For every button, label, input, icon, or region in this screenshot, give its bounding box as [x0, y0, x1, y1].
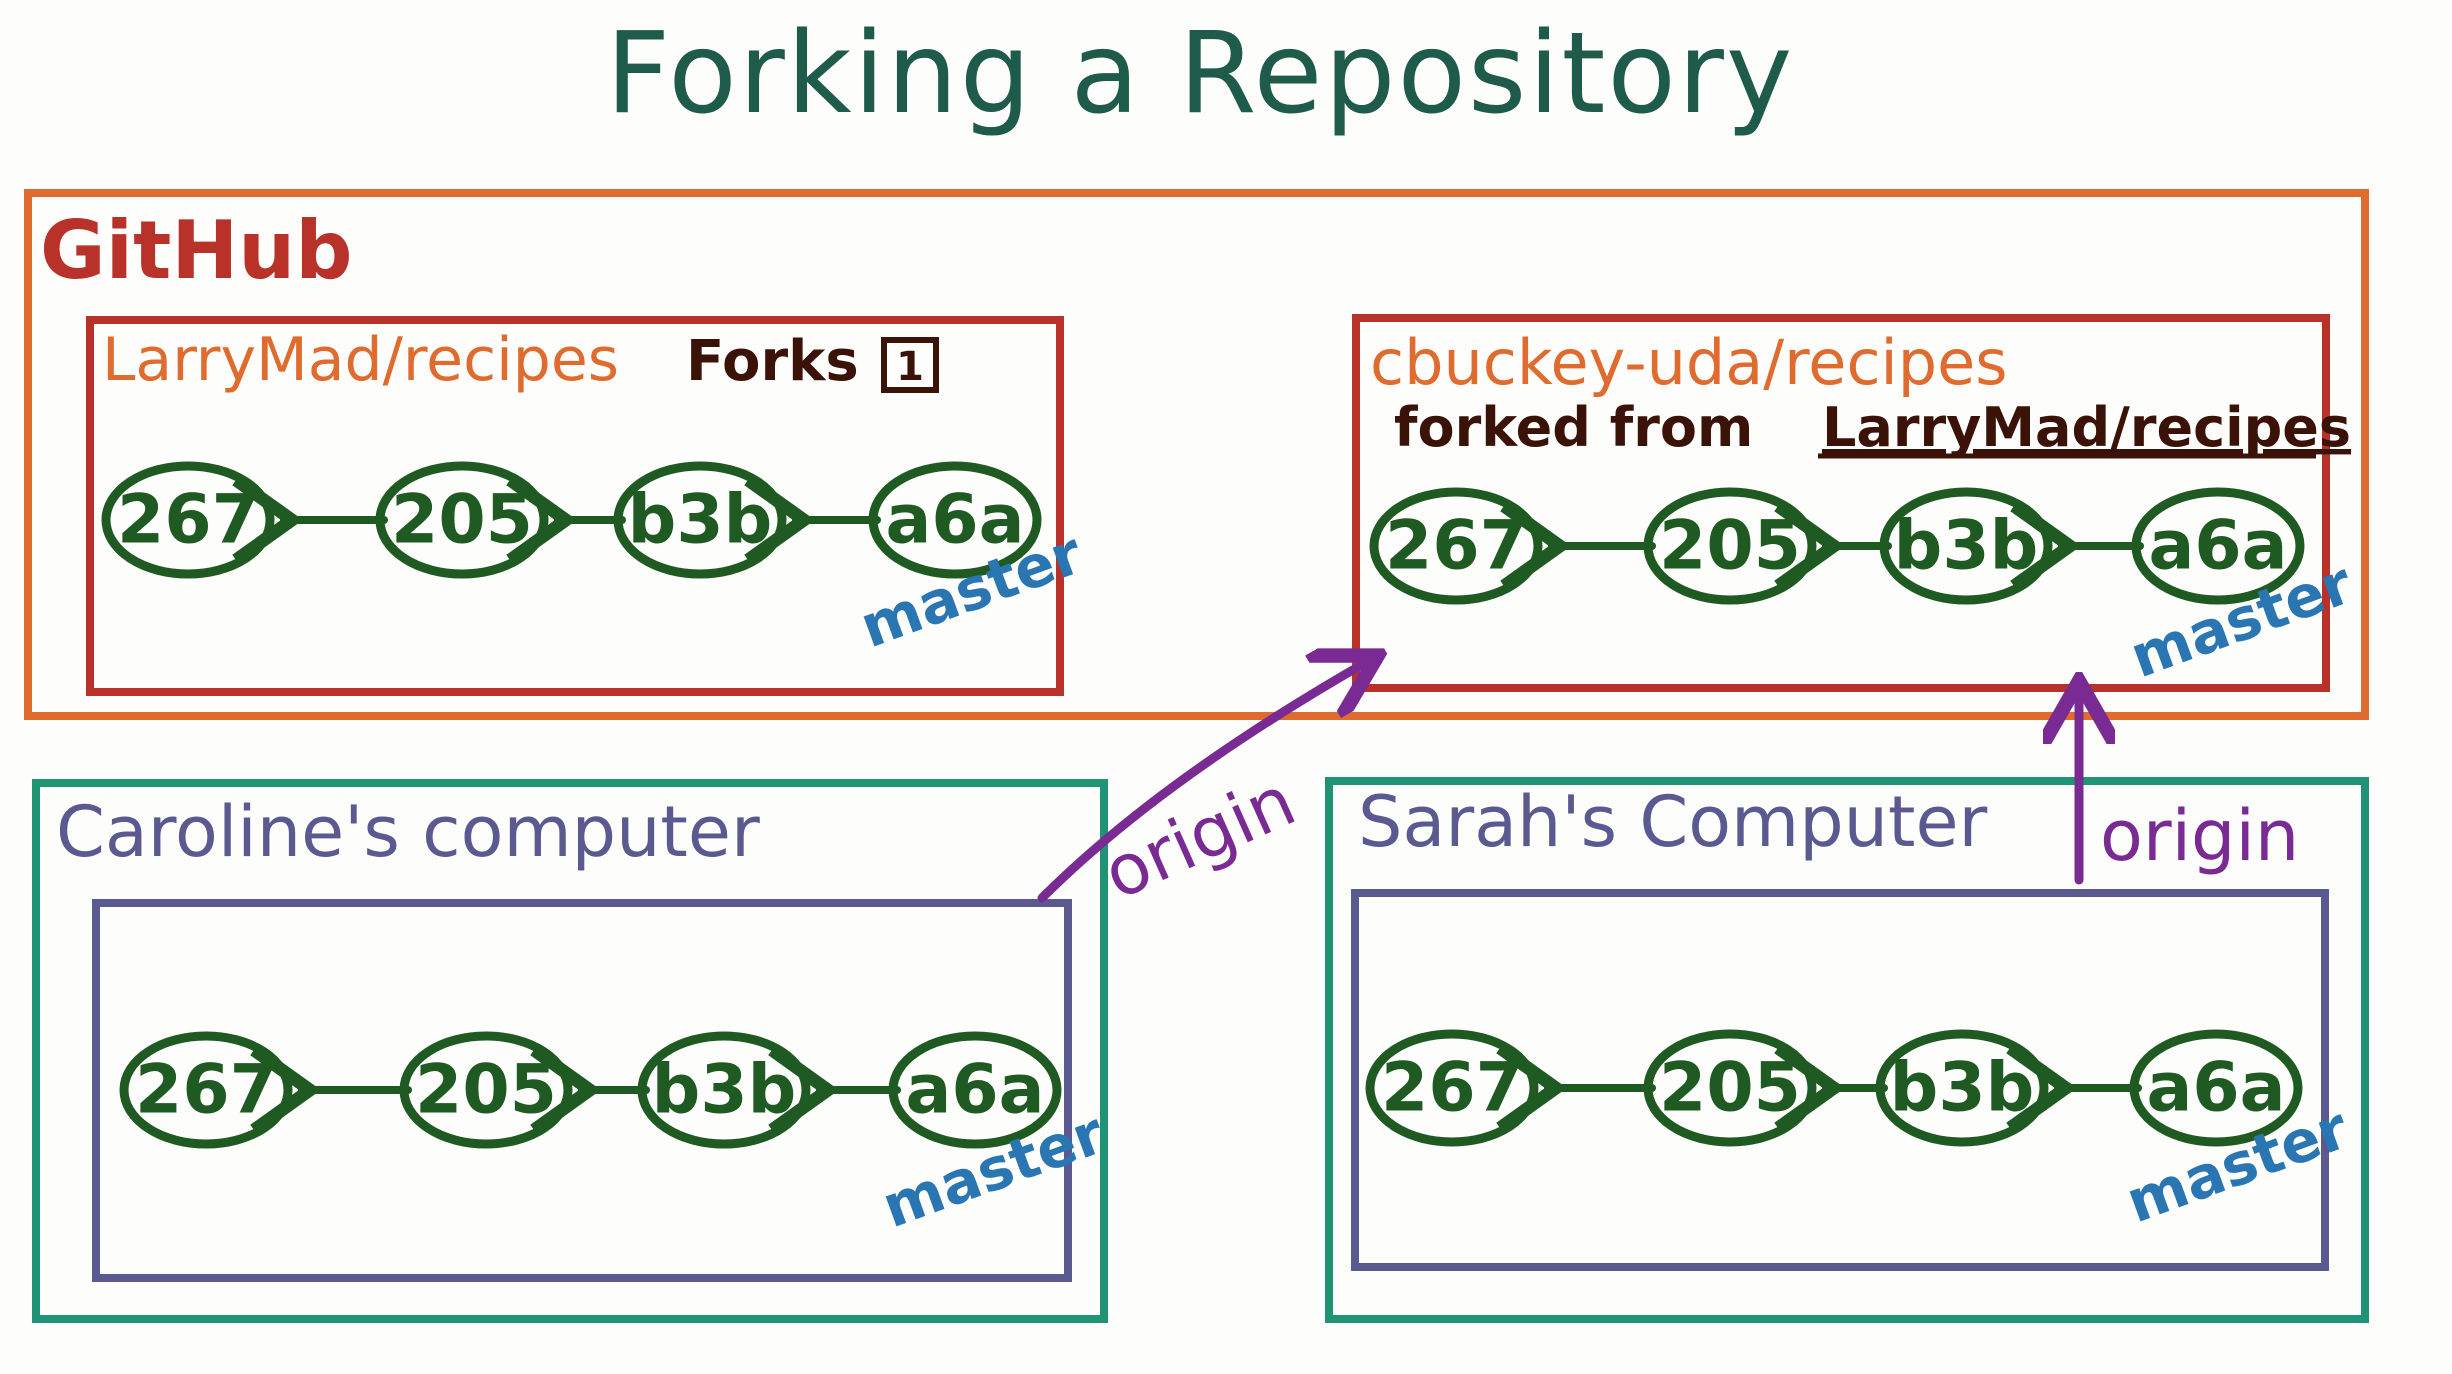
caroline-repo-box — [92, 899, 1072, 1282]
commit-node-a6a[interactable]: a6a — [868, 461, 1042, 579]
fork-repo: cbuckey-uda/recipes forked from LarryMad… — [1352, 314, 2361, 692]
commit-id: b3b — [1894, 507, 2039, 586]
commit-node-b3b[interactable]: b3b — [1875, 1029, 2049, 1147]
commit-node-outline — [399, 1031, 573, 1149]
caroline-label: Caroline's computer — [56, 791, 760, 873]
commit-node-267[interactable]: 267 — [1365, 1029, 1539, 1147]
sarah-origin-label: origin — [2100, 795, 2299, 877]
commit-node-outline — [119, 1031, 293, 1149]
sarah-commit-chain: 267 205 b3b a6a — [1365, 1029, 2303, 1147]
commit-id: a6a — [2146, 1049, 2285, 1128]
commit-id: 267 — [135, 1051, 277, 1130]
commit-node-outline — [1369, 487, 1543, 605]
caroline-outer-box — [32, 779, 1108, 1323]
commit-node-outline — [1365, 1029, 1539, 1147]
commit-id: 205 — [415, 1051, 557, 1130]
commit-id: b3b — [652, 1051, 797, 1130]
commit-node-267[interactable]: 267 — [119, 1031, 293, 1149]
commit-node-outline — [1643, 487, 1817, 605]
diagram-title: Forking a Repository — [606, 9, 1794, 139]
commit-node-outline — [868, 461, 1042, 579]
sarah-label: Sarah's Computer — [1358, 781, 1988, 863]
commit-node-outline — [101, 461, 275, 579]
commit-id: b3b — [628, 481, 773, 560]
commit-node-205[interactable]: 205 — [399, 1031, 573, 1149]
commit-node-205[interactable]: 205 — [375, 461, 549, 579]
github-label: GitHub — [40, 204, 353, 297]
commit-id: 267 — [117, 481, 259, 560]
original-repo-box — [86, 316, 1064, 696]
sarah-outer-box — [1325, 777, 2369, 1323]
commit-node-267[interactable]: 267 — [1369, 487, 1543, 605]
caroline-commit-chain: 267 205 b3b a6a — [119, 1031, 1062, 1149]
sarah-repo-box — [1351, 889, 2329, 1271]
commit-id: 267 — [1385, 507, 1527, 586]
commit-id: 205 — [1659, 1049, 1801, 1128]
commit-id: 267 — [1381, 1049, 1523, 1128]
forked-from-link[interactable]: LarryMad/recipes — [1822, 396, 2351, 459]
caroline-origin-label: origin — [1092, 760, 1307, 916]
caroline-origin-arrow — [1037, 660, 1370, 903]
commit-node-outline — [888, 1031, 1062, 1149]
commit-node-outline — [1875, 1029, 2049, 1147]
forked-from-prefix: forked from — [1394, 396, 1753, 459]
commit-node-a6a[interactable]: a6a — [888, 1031, 1062, 1149]
commit-node-a6a[interactable]: a6a — [2129, 1029, 2303, 1147]
commit-node-outline — [1643, 1029, 1817, 1147]
fork-repo-name: cbuckey-uda/recipes — [1370, 326, 2008, 399]
fork-repo-commit-chain: 267 205 b3b a6a — [1369, 487, 2305, 605]
forks-label: Forks — [686, 329, 859, 394]
commit-node-outline — [2129, 1029, 2303, 1147]
commit-node-outline — [2131, 487, 2305, 605]
commit-id: a6a — [2148, 507, 2287, 586]
commit-node-b3b[interactable]: b3b — [613, 461, 787, 579]
commit-id: a6a — [885, 481, 1024, 560]
commit-id: b3b — [1890, 1049, 2035, 1128]
commit-node-outline — [1879, 487, 2053, 605]
forks-count-badge — [881, 337, 939, 393]
commit-id: 205 — [1659, 507, 1801, 586]
commit-node-b3b[interactable]: b3b — [1879, 487, 2053, 605]
commit-id: a6a — [905, 1051, 1044, 1130]
commit-node-267[interactable]: 267 — [101, 461, 275, 579]
github-box — [24, 189, 2369, 720]
commit-node-outline — [375, 461, 549, 579]
commit-node-b3b[interactable]: b3b — [637, 1031, 811, 1149]
commit-id: 205 — [391, 481, 533, 560]
commit-node-outline — [637, 1031, 811, 1149]
commit-node-outline — [613, 461, 787, 579]
original-repo-commit-chain: 267 205 b3b a6a — [101, 461, 1042, 579]
commit-node-205[interactable]: 205 — [1643, 487, 1817, 605]
commit-node-a6a[interactable]: a6a — [2131, 487, 2305, 605]
commit-node-205[interactable]: 205 — [1643, 1029, 1817, 1147]
fork-repo-box — [1352, 314, 2330, 692]
forks-count: 1 — [896, 344, 924, 390]
original-repo-name: LarryMad/recipes — [102, 325, 619, 395]
